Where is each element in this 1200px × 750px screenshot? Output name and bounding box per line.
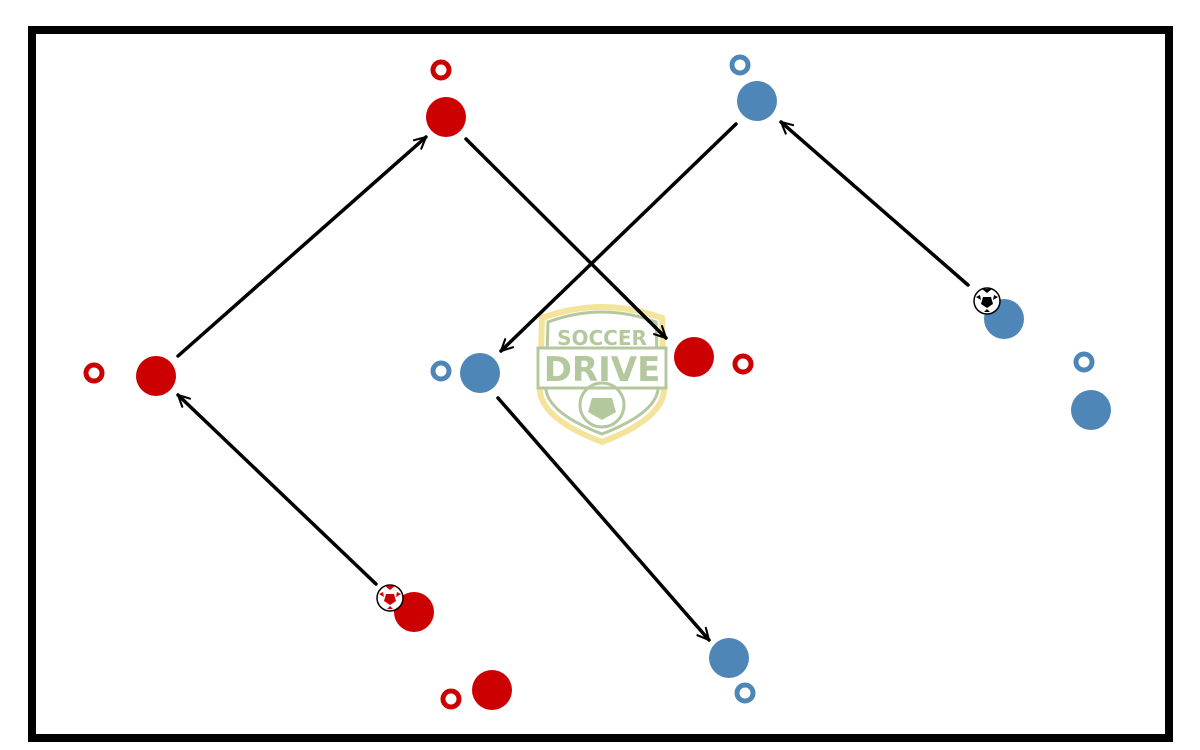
player-red	[426, 97, 466, 137]
pass-arrow	[781, 120, 970, 287]
logo-banner	[536, 346, 668, 390]
red-players	[136, 97, 714, 710]
player-blue	[1071, 390, 1111, 430]
logo-shield-inner	[544, 310, 660, 436]
cone-marker	[440, 688, 462, 710]
cone-marker	[732, 353, 754, 375]
pass-arrow	[496, 396, 711, 640]
pass-arrow	[176, 135, 426, 358]
pass-arrow	[464, 137, 668, 340]
cone-marker	[729, 54, 751, 76]
player-red	[394, 592, 434, 632]
player-blue	[709, 638, 749, 678]
player-red	[136, 356, 176, 396]
blue-cones	[430, 54, 1095, 704]
red-cones	[83, 59, 754, 710]
pass-arrows	[176, 120, 970, 640]
cone-marker	[430, 59, 452, 81]
soccer-drive-logo: SOCCER DRIVE	[536, 304, 668, 446]
soccer-ball-icon	[376, 584, 404, 612]
logo-text-soccer: SOCCER	[557, 326, 647, 350]
player-blue	[460, 353, 500, 393]
cone-marker	[430, 360, 452, 382]
player-red	[472, 670, 512, 710]
player-blue	[737, 81, 777, 121]
logo-ball-icon	[578, 381, 626, 429]
cone-marker	[83, 362, 105, 384]
pass-arrow	[176, 393, 378, 586]
soccer-ball-icon	[973, 287, 1001, 315]
player-red	[674, 337, 714, 377]
cone-marker	[734, 682, 756, 704]
pass-arrow	[499, 122, 738, 353]
cone-marker	[1073, 351, 1095, 373]
